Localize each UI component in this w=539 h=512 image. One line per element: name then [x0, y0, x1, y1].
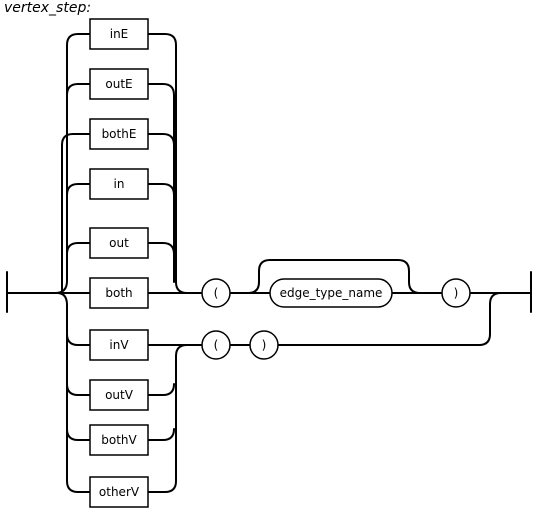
- keyword-outV-box: outV: [89, 379, 149, 411]
- keyword-inV-box: inV: [89, 329, 149, 361]
- keyword-bothE-label: bothE: [102, 127, 137, 141]
- right-rail-vertex: [147, 344, 203, 493]
- keyword-inE-box: inE: [89, 18, 149, 50]
- track-vertex-to-end: [277, 292, 502, 346]
- vertex-close-paren-label: ): [262, 338, 267, 352]
- right-join-outE: [147, 83, 175, 283]
- left-rail-lower: [56, 292, 91, 493]
- rule-name: vertex_step: [4, 0, 87, 16]
- keyword-bothE-box: bothE: [89, 118, 149, 150]
- keyword-out-label: out: [109, 236, 129, 250]
- right-join-bothE: [147, 133, 175, 146]
- keyword-bothV-box: bothV: [89, 424, 149, 456]
- keyword-out-box: out: [89, 227, 149, 259]
- right-join-in: [147, 183, 175, 196]
- edge-open-paren-terminal: (: [201, 278, 231, 308]
- keyword-both-label: both: [105, 286, 132, 300]
- right-join-outV: [147, 383, 175, 396]
- edge-type-name-label: edge_type_name: [280, 286, 383, 300]
- keyword-in-label: in: [114, 177, 125, 191]
- left-branch-out: [66, 242, 91, 255]
- left-branch-bothV: [66, 428, 91, 441]
- keyword-in-box: in: [89, 168, 149, 200]
- keyword-outE-box: outE: [89, 68, 149, 100]
- vertex-open-paren-label: (: [214, 338, 219, 352]
- edge-type-name-nonterminal: edge_type_name: [269, 278, 393, 308]
- edge-close-paren-terminal: ): [441, 278, 471, 308]
- keyword-otherV-box: otherV: [89, 476, 149, 508]
- keyword-bothV-label: bothV: [101, 433, 137, 447]
- vertex-open-paren-terminal: (: [201, 330, 231, 360]
- optional-bypass: [247, 259, 421, 294]
- keyword-outV-label: outV: [105, 388, 134, 402]
- right-join-out: [147, 242, 175, 255]
- keyword-outE-label: outE: [105, 77, 132, 91]
- keyword-inV-label: inV: [109, 338, 129, 352]
- left-branch-outE: [66, 83, 91, 96]
- rule-title-colon: :: [86, 0, 92, 16]
- left-branch-bothE: [61, 133, 91, 294]
- left-branch-inV: [66, 333, 91, 346]
- left-rail-outer: [54, 33, 91, 294]
- edge-open-paren-label: (: [214, 286, 219, 300]
- right-join-bothV: [147, 428, 175, 441]
- edge-close-paren-label: ): [454, 286, 459, 300]
- keyword-otherV-label: otherV: [99, 485, 140, 499]
- keyword-inE-label: inE: [110, 27, 129, 41]
- left-branch-in: [66, 183, 91, 196]
- left-branch-outV: [66, 383, 91, 396]
- vertex-close-paren-terminal: ): [249, 330, 279, 360]
- keyword-both-box: both: [89, 277, 149, 309]
- rule-title: vertex_step:: [4, 0, 91, 16]
